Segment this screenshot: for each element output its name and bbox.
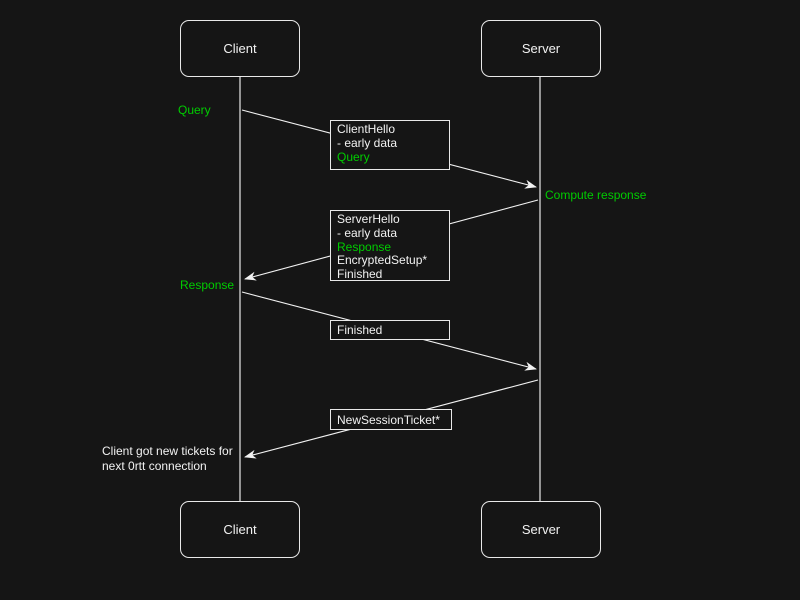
message-line: Response [337,239,392,254]
message-line: Finished [337,323,383,337]
message-line: Finished [337,267,383,282]
client-actor-top-box: Client [180,20,300,77]
note-line-1: Client got new tickets for [102,444,233,458]
message-line: ClientHello [337,122,396,136]
message-line: - early data [337,225,398,240]
server-actor-bottom-label: Server [521,522,561,537]
message-line: Query [337,149,370,164]
server-actor-bottom-box: Server [481,501,601,558]
message-serverhello-box: ServerHello - early data Response Encryp… [330,210,450,281]
label-query: Query [178,103,211,117]
message-line: - early data [337,135,398,150]
note-new-tickets: Client got new tickets for next 0rtt con… [102,444,233,473]
message-line: ServerHello [337,212,400,226]
note-line-2: next 0rtt connection [102,458,207,473]
message-newsessionticket-box: NewSessionTicket* [330,409,452,430]
client-actor-bottom-label: Client [223,522,257,537]
message-line: NewSessionTicket* [337,413,440,427]
message-line: EncryptedSetup* [337,253,428,268]
client-actor-bottom-box: Client [180,501,300,558]
label-compute-response: Compute response [545,188,647,202]
message-finished-box: Finished [330,320,450,340]
label-response: Response [180,278,235,292]
message-clienthello-box: ClientHello - early data Query [330,120,450,170]
client-actor-top-label: Client [223,41,257,56]
server-actor-top-label: Server [521,41,561,56]
server-actor-top-box: Server [481,20,601,77]
